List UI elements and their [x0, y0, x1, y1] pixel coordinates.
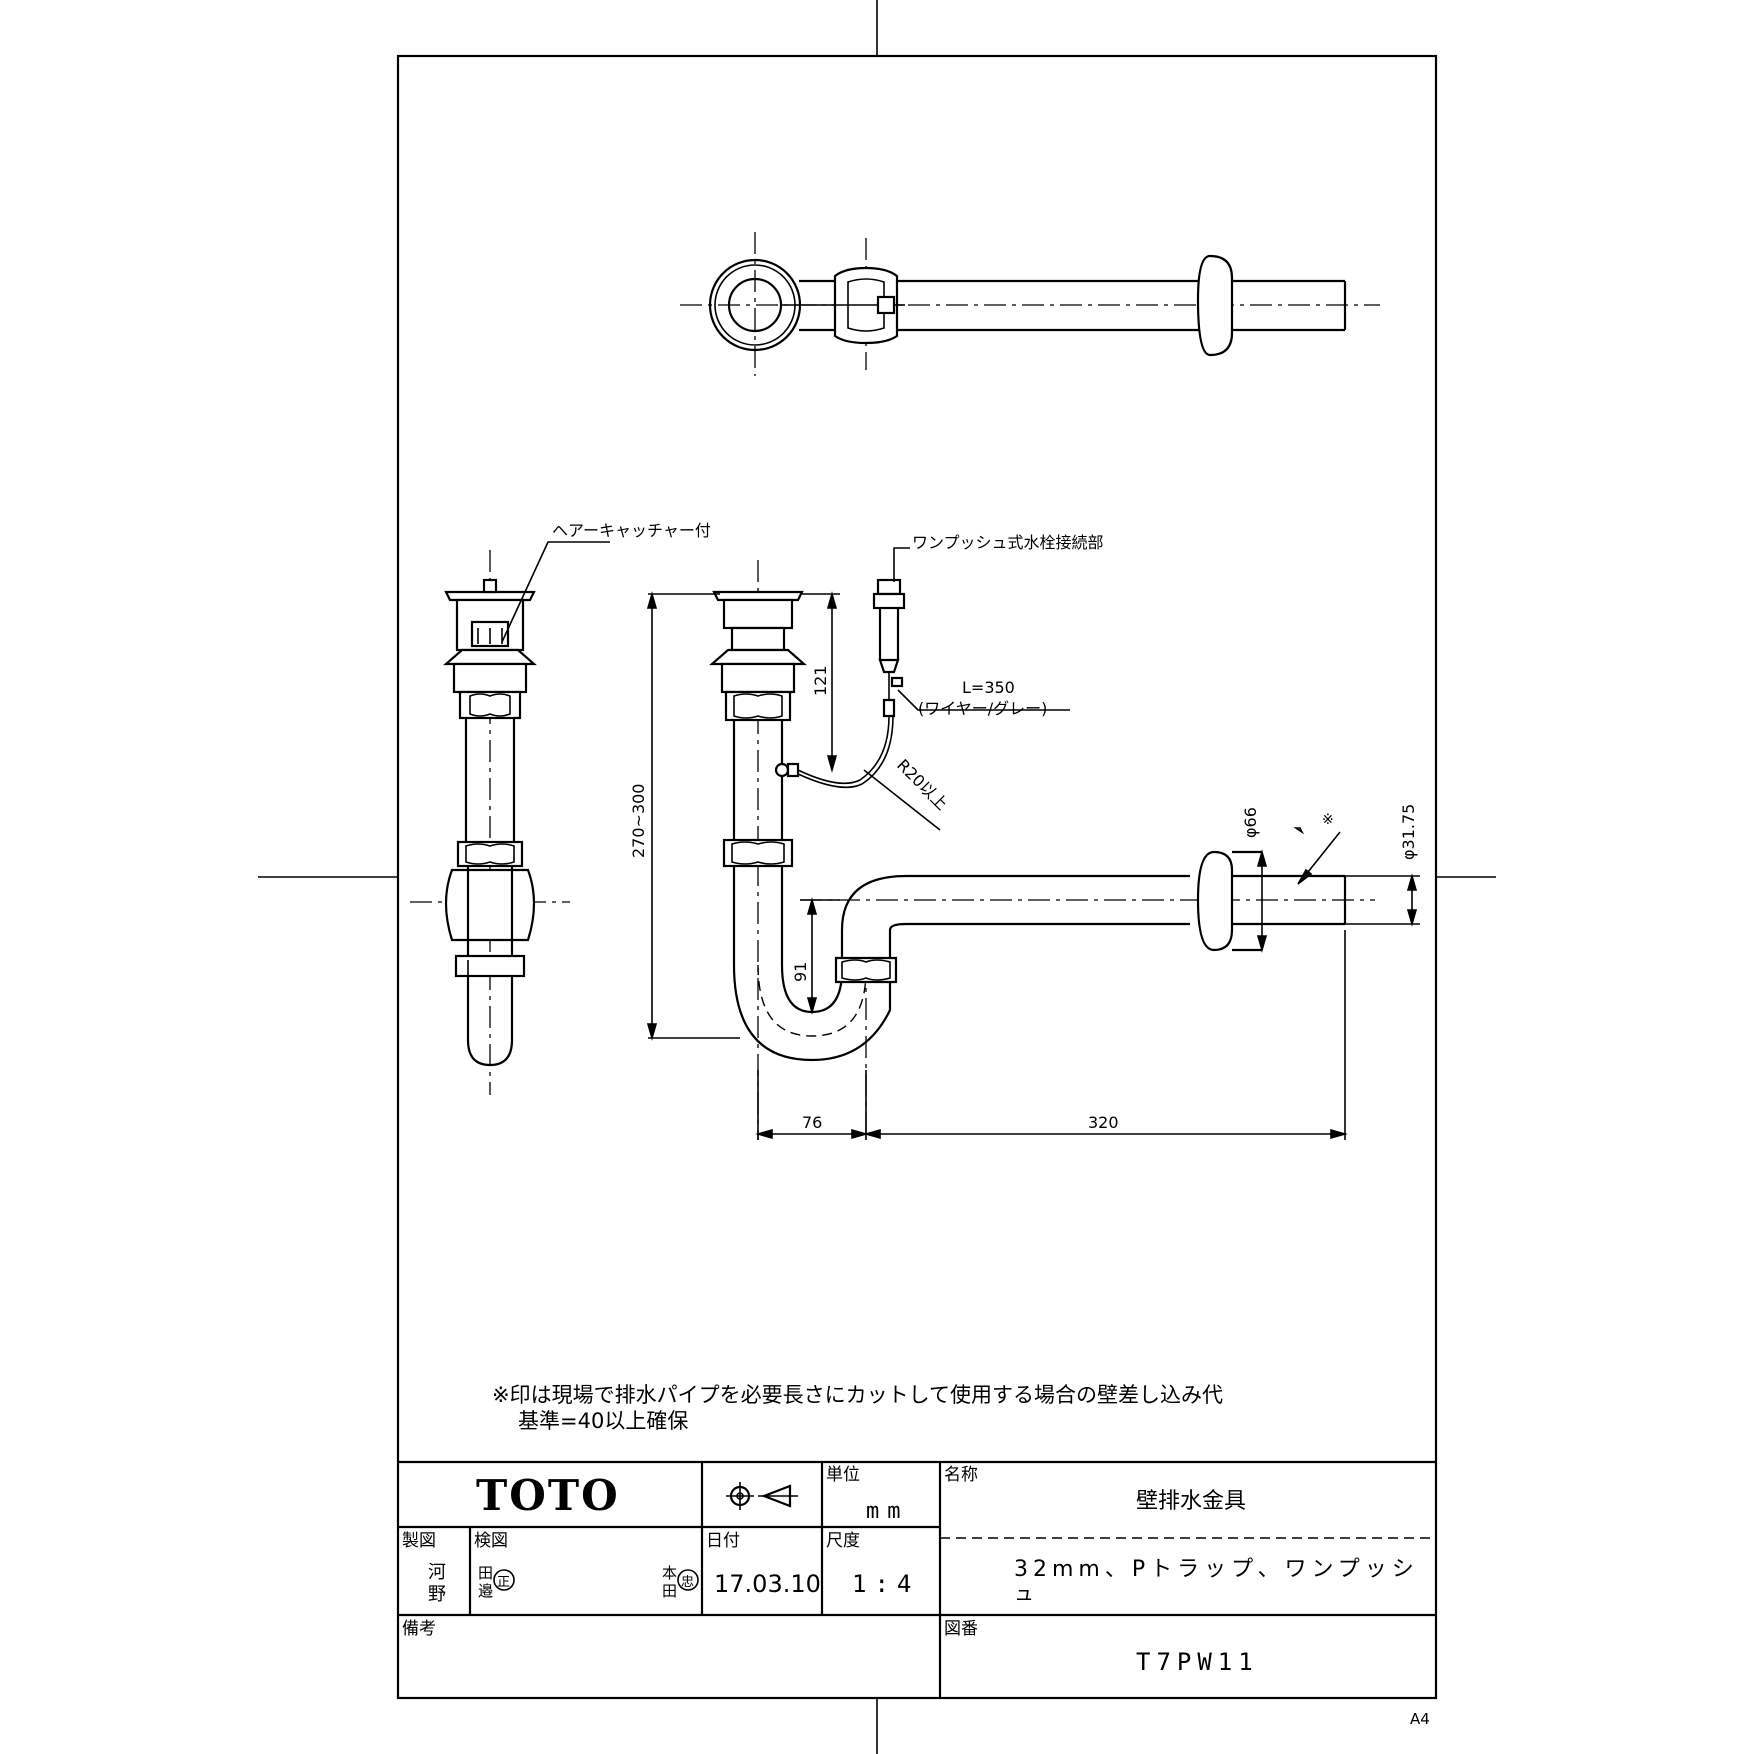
- dim-phi66: φ66: [1241, 807, 1260, 838]
- remarks-label: 備考: [402, 1619, 436, 1639]
- one-push-connection-label: ワンプッシュ式水栓接続部: [912, 533, 1104, 552]
- unit-value: mm: [866, 1499, 909, 1524]
- paper-size: A4: [1410, 1710, 1430, 1728]
- checker-2-seal: 忠: [681, 1575, 694, 1590]
- centering-marks: [258, 0, 1496, 1754]
- side-view: [410, 550, 570, 1095]
- drawing-no-value: T7PW11: [1136, 1648, 1259, 1676]
- description-line-2: ュ: [1014, 1581, 1034, 1605]
- date-label: 日付: [706, 1531, 740, 1551]
- drawing-no-label: 図番: [944, 1619, 978, 1639]
- checker-1-top: 田: [478, 1564, 493, 1582]
- description-line-1: 32mm、Pトラップ、ワンプッシ: [1014, 1557, 1419, 1582]
- checker-2-bottom: 田: [662, 1582, 677, 1600]
- name-value: 壁排水金具: [1136, 1489, 1246, 1514]
- note-line-2: 基準=40以上確保: [518, 1409, 688, 1433]
- dim-91: 91: [791, 962, 810, 982]
- asterisk-mark: ※: [1322, 812, 1334, 828]
- drawn-label: 製図: [402, 1531, 436, 1551]
- sheet-border: [396, 54, 1438, 1700]
- checker-2-top: 本: [662, 1564, 677, 1582]
- checked-label: 検図: [474, 1531, 508, 1551]
- front-view: [709, 560, 1375, 1140]
- scale-value: 1:4: [852, 1570, 919, 1598]
- wire-length-label: L=350: [962, 678, 1015, 697]
- third-angle-projection-icon: [726, 1482, 798, 1510]
- note-line-1: ※印は現場で排水パイプを必要長さにカットして使用する場合の壁差し込み代: [492, 1383, 1223, 1407]
- checker-seal-2: 本 田 忠: [662, 1564, 699, 1600]
- toto-logo: TOTO: [476, 1471, 620, 1520]
- title-block: [398, 1460, 1436, 1698]
- hair-catcher-label: ヘアーキャッチャー付: [552, 521, 711, 540]
- wire-spec-label: (ワイヤー/グレー): [918, 699, 1047, 718]
- dimension-lines: [501, 541, 1420, 1140]
- drawn-by-1: 河: [428, 1562, 446, 1583]
- name-label: 名称: [944, 1465, 978, 1485]
- bend-radius-label: R20以上: [893, 755, 951, 813]
- checker-seal-1: 田 邉 正: [478, 1564, 515, 1600]
- dim-320: 320: [1088, 1113, 1119, 1132]
- dim-phi3175: φ31.75: [1399, 804, 1418, 860]
- unit-label: 単位: [826, 1465, 860, 1485]
- dim-height-range: 270~300: [629, 784, 648, 858]
- checker-1-bottom: 邉: [478, 1582, 493, 1600]
- checker-1-seal: 正: [497, 1575, 510, 1590]
- scale-label: 尺度: [826, 1531, 860, 1551]
- dim-121: 121: [811, 665, 830, 696]
- drawn-by-2: 野: [428, 1584, 446, 1605]
- dim-76: 76: [802, 1113, 822, 1132]
- plan-view: [680, 232, 1380, 376]
- date-value: 17.03.10: [714, 1570, 821, 1598]
